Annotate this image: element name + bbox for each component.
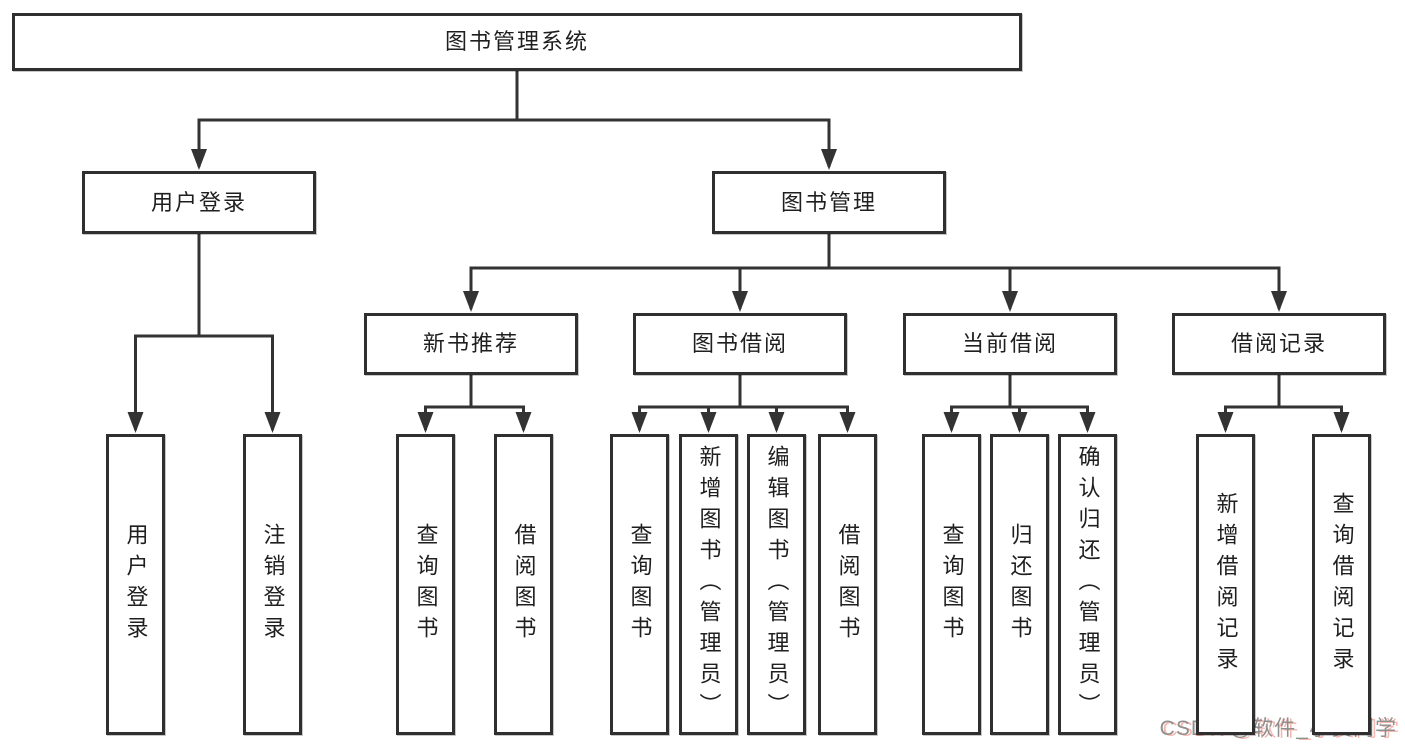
arrowhead-icon	[515, 412, 532, 433]
node-leaf-query-book-2: 查询图书	[610, 434, 669, 735]
connector	[950, 375, 1089, 430]
arrowhead-icon	[1079, 412, 1096, 433]
node-book-mgmt: 图书管理	[712, 171, 946, 234]
node-label: 借阅记录	[1230, 331, 1327, 356]
node-label: 编辑图书（管理员）	[764, 445, 790, 724]
node-label: 新增借阅记录	[1213, 491, 1239, 678]
arrowhead-icon	[127, 412, 144, 433]
arrowhead-icon	[463, 291, 479, 312]
node-label: 归还图书	[1007, 522, 1033, 647]
node-label: 图书借阅	[691, 331, 788, 356]
arrowhead-icon	[700, 412, 717, 433]
node-label: 查询借阅记录	[1329, 491, 1355, 678]
node-label: 图书管理	[780, 189, 877, 215]
node-leaf-borrow-book-1: 借阅图书	[494, 434, 553, 735]
node-book-borrow: 图书借阅	[633, 313, 847, 375]
arrowhead-icon	[1271, 291, 1287, 312]
arrowhead-icon	[631, 412, 648, 433]
connector	[1224, 375, 1343, 430]
node-leaf-add-borrow-rec: 新增借阅记录	[1196, 434, 1255, 735]
node-leaf-borrow-book-2: 借阅图书	[818, 434, 877, 735]
node-label: 查询图书	[939, 522, 965, 647]
node-label: 借阅图书	[835, 522, 861, 647]
node-label: 新增图书（管理员）	[696, 445, 722, 724]
node-label: 用户登录	[150, 189, 247, 215]
node-leaf-query-book-1: 查询图书	[396, 434, 455, 735]
node-leaf-return-book: 归还图书	[990, 434, 1049, 735]
node-leaf-query-borrow-rec: 查询借阅记录	[1312, 434, 1371, 735]
arrowhead-icon	[1011, 412, 1028, 433]
connector	[469, 234, 1281, 309]
connector	[424, 375, 525, 430]
arrowhead-icon	[1333, 412, 1350, 433]
node-label: 注销登录	[260, 522, 286, 647]
arrowhead-icon	[732, 291, 748, 312]
node-leaf-user-login: 用户登录	[106, 434, 165, 735]
node-label: 当前借阅	[961, 331, 1058, 356]
node-leaf-confirm-return: 确认归还（管理员）	[1058, 434, 1117, 735]
node-borrow-record: 借阅记录	[1172, 313, 1386, 375]
node-label: 图书管理系统	[444, 29, 589, 54]
arrowhead-icon	[417, 412, 434, 433]
arrowhead-icon	[1217, 412, 1234, 433]
connector	[638, 375, 849, 430]
arrowhead-icon	[1002, 291, 1018, 312]
arrowhead-icon	[943, 412, 960, 433]
node-label: 确认归还（管理员）	[1075, 445, 1101, 724]
arrowhead-icon	[839, 412, 856, 433]
node-user-login: 用户登录	[82, 171, 316, 234]
arrowhead-icon	[264, 412, 281, 433]
arrowhead-icon	[821, 149, 837, 170]
node-leaf-edit-book: 编辑图书（管理员）	[747, 434, 806, 735]
node-leaf-add-book: 新增图书（管理员）	[679, 434, 738, 735]
node-label: 用户登录	[123, 522, 149, 647]
node-current-borrow: 当前借阅	[903, 313, 1117, 375]
node-leaf-query-book-3: 查询图书	[922, 434, 981, 735]
connector	[197, 71, 831, 167]
node-new-book-rec: 新书推荐	[364, 313, 578, 375]
node-label: 新书推荐	[422, 331, 519, 356]
arrowhead-icon	[191, 149, 207, 170]
node-root: 图书管理系统	[12, 13, 1022, 71]
connector	[134, 234, 274, 430]
arrowhead-icon	[768, 412, 785, 433]
node-leaf-logout: 注销登录	[243, 434, 302, 735]
node-label: 查询图书	[627, 522, 653, 647]
node-label: 借阅图书	[511, 522, 537, 647]
node-label: 查询图书	[413, 522, 439, 647]
